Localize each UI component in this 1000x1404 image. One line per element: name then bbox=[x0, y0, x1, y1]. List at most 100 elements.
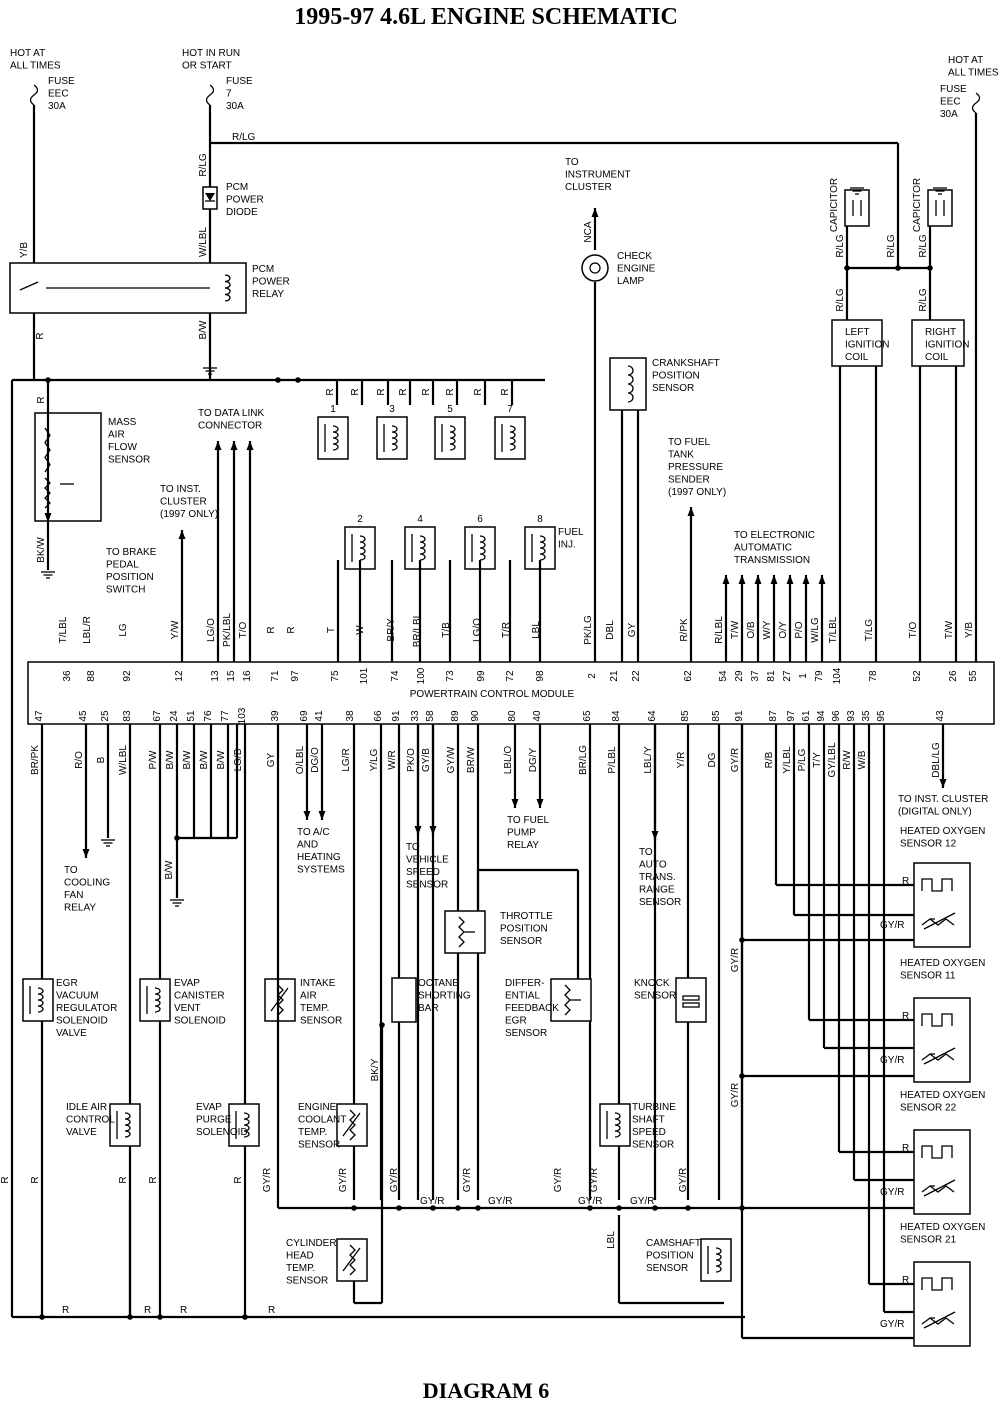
resistor-icon bbox=[44, 427, 51, 473]
ho2s-wire-gyr: GY/R bbox=[880, 920, 904, 931]
dfe-label: DIFFER- bbox=[505, 978, 544, 989]
pcm-pin-bottom: 76 bbox=[203, 710, 214, 722]
wire-gyr: GY/R bbox=[589, 1168, 600, 1192]
pcm-pin-bottom: 67 bbox=[152, 710, 163, 722]
sensor-slash bbox=[923, 1311, 956, 1329]
hot-at-all-times-right: HOT AT bbox=[948, 55, 983, 66]
injector-number: 1 bbox=[330, 404, 336, 415]
wire-yb: Y/B bbox=[19, 242, 30, 258]
right-coil-label: IGNITION bbox=[925, 340, 969, 351]
fuel-pump-label: RELAY bbox=[507, 840, 539, 851]
wire-r-inj: R bbox=[473, 388, 484, 395]
wire-lbl: LBL bbox=[606, 1231, 617, 1249]
wire-bw: B/W bbox=[198, 320, 209, 339]
pcm-wire-bottom: B/W bbox=[165, 750, 176, 769]
pcm-wire-top: W/LG bbox=[810, 617, 821, 643]
trans-label: AUTOMATIC bbox=[734, 543, 792, 554]
pcm-wire-bottom: LG/R bbox=[341, 748, 352, 771]
to-instrument-cluster-label: CLUSTER bbox=[565, 182, 612, 193]
pcm-pin-bottom: 69 bbox=[299, 710, 310, 722]
pcm-wire-bottom: GY/W bbox=[446, 746, 457, 773]
arrow-down-icon bbox=[318, 811, 326, 820]
pcm-wire-bottom: DBL/LG bbox=[931, 742, 942, 778]
pcm-wire-top: PK/LG bbox=[583, 615, 594, 645]
trans-range-label: TO bbox=[639, 847, 653, 858]
thermistor-slash bbox=[342, 1247, 361, 1272]
dfe-label: SENSOR bbox=[505, 1028, 547, 1039]
pcm-pin-top: 101 bbox=[359, 667, 370, 684]
cmp-label: CAMSHAFT bbox=[646, 1238, 701, 1249]
ect-label: COOLANT bbox=[298, 1115, 346, 1126]
cooling-fan-label: FAN bbox=[64, 890, 83, 901]
pcm-pin-top: 104 bbox=[832, 667, 843, 684]
pcm-wire-bottom: GY bbox=[266, 752, 277, 767]
data-link-label: TO DATA LINK bbox=[198, 408, 264, 419]
coil-icon bbox=[614, 1112, 621, 1138]
pcm-relay-label: POWER bbox=[252, 277, 290, 288]
iat-label: SENSOR bbox=[300, 1016, 342, 1027]
pcm-pin-top: 71 bbox=[270, 670, 281, 682]
pcm-wire-bottom: LG/B bbox=[233, 748, 244, 771]
inst-cluster-1997-label: TO INST. bbox=[160, 484, 201, 495]
tss-label: SHAFT bbox=[632, 1115, 665, 1126]
egr-vac-label: SOLENOID bbox=[56, 1016, 108, 1027]
wire-r: R bbox=[180, 1305, 187, 1316]
wire-gyr: GY/R bbox=[578, 1196, 602, 1207]
pcm-pin-bottom: 65 bbox=[582, 710, 593, 722]
pcm-wire-top: R/PK bbox=[679, 618, 690, 642]
pcm-wire-bottom: Y/LBL bbox=[782, 746, 793, 774]
resistor-icon bbox=[349, 1109, 356, 1141]
ac-label: SYSTEMS bbox=[297, 865, 345, 876]
ho2s-label: HEATED OXYGEN bbox=[900, 826, 985, 837]
knock-crystal bbox=[682, 1002, 700, 1008]
wire-rlg: R/LG bbox=[886, 234, 897, 258]
maf-label: SENSOR bbox=[108, 455, 150, 466]
coil-icon bbox=[715, 1247, 722, 1273]
pcm-wire-bottom: PK/O bbox=[406, 748, 417, 772]
arrow-down-icon bbox=[651, 831, 659, 840]
left-coil-label: COIL bbox=[845, 352, 869, 363]
wire-gyr: GY/R bbox=[678, 1168, 689, 1192]
pcm-pin-bottom: 24 bbox=[169, 710, 180, 722]
pcm-pin-bottom: 43 bbox=[935, 710, 946, 722]
hot-at-all-times-right: ALL TIMES bbox=[948, 68, 999, 79]
pcm-wire-bottom: W/B bbox=[857, 750, 868, 769]
coil-icon bbox=[509, 425, 516, 451]
injector-number: 2 bbox=[357, 514, 363, 525]
pcm-wire-top: T/W bbox=[730, 620, 741, 639]
pcm-pin-top: 73 bbox=[445, 670, 456, 682]
splice-dot bbox=[242, 1314, 248, 1320]
splice-dot bbox=[295, 377, 301, 383]
sensor-element-icon bbox=[921, 1185, 955, 1193]
octane-label: SHORTING bbox=[418, 991, 471, 1002]
powertrain-control-module bbox=[27, 661, 995, 725]
evap-vent-label: EVAP bbox=[174, 978, 200, 989]
heater-element-icon bbox=[921, 1277, 953, 1291]
ho2s-label: SENSOR 12 bbox=[900, 839, 957, 850]
tps-label: SENSOR bbox=[500, 936, 542, 947]
injector-number: 6 bbox=[477, 514, 483, 525]
ho2s-label: HEATED OXYGEN bbox=[900, 958, 985, 969]
intake-air-temp-sensor bbox=[264, 978, 296, 1022]
pcm-pin-bottom: 103 bbox=[237, 707, 248, 724]
pcm-wire-bottom: GY/B bbox=[421, 748, 432, 772]
pcm-wire-bottom: B/W bbox=[182, 750, 193, 769]
splice-dot bbox=[39, 1314, 45, 1320]
pcm-wire-top: T bbox=[326, 627, 337, 633]
pcm-pin-bottom: 64 bbox=[647, 710, 658, 722]
splice-dot bbox=[739, 1205, 745, 1211]
pcm-wire-bottom: B bbox=[96, 756, 107, 763]
right-coil-label: COIL bbox=[925, 352, 949, 363]
coil-icon bbox=[449, 425, 456, 451]
wire-gyr: GY/R bbox=[389, 1168, 400, 1192]
trans-label: TO ELECTRONIC bbox=[734, 530, 815, 541]
sensor-element-icon bbox=[921, 918, 955, 926]
wire-r-inj: R bbox=[500, 388, 511, 395]
splice-dot bbox=[475, 1205, 481, 1211]
fuel-pump-label: PUMP bbox=[507, 828, 536, 839]
dfe-label: ENTIAL bbox=[505, 991, 540, 1002]
fuse-icon bbox=[971, 92, 981, 114]
wire-gyr: GY/R bbox=[630, 1196, 654, 1207]
pcm-wire-bottom: R/O bbox=[74, 751, 85, 769]
arrow-down-icon bbox=[303, 811, 311, 820]
